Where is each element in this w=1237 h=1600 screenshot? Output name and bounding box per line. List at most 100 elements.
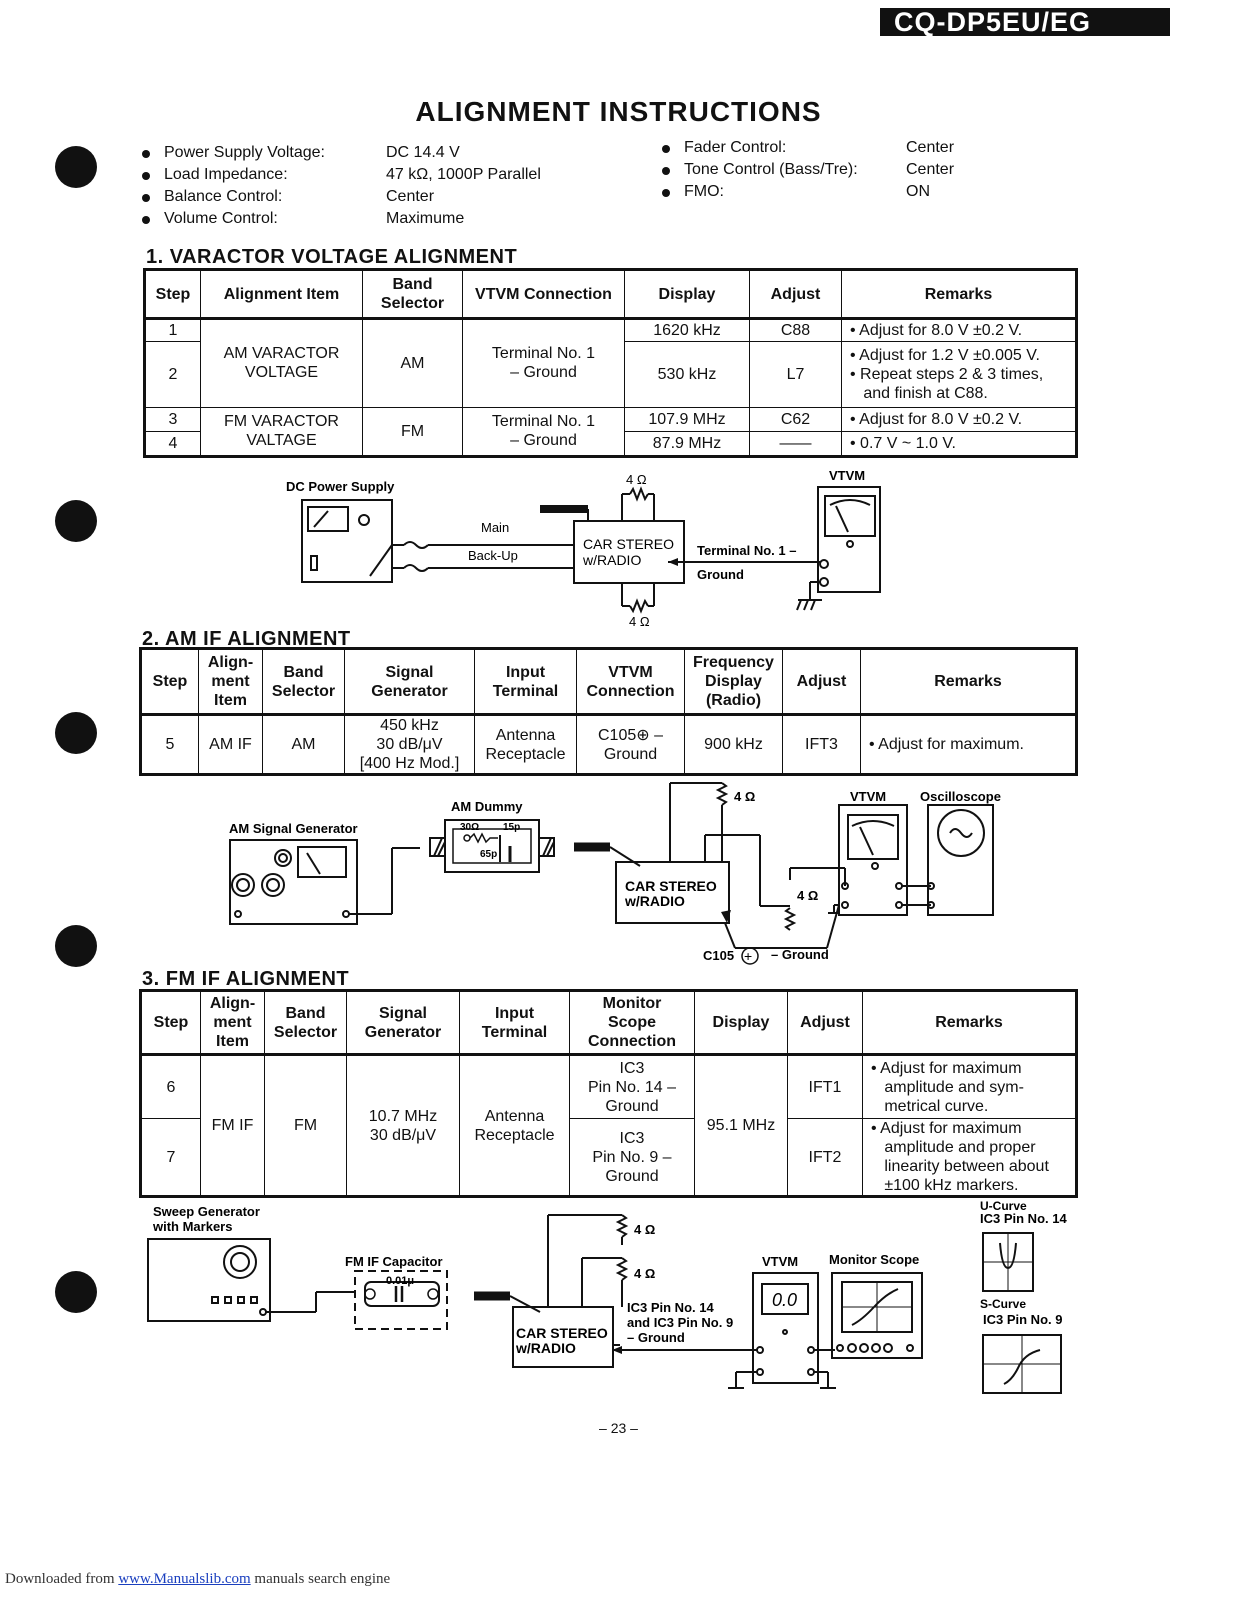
col-band: Band Selector bbox=[362, 268, 463, 321]
page-number: – 23 – bbox=[599, 1420, 638, 1436]
label-c15: 15p bbox=[503, 822, 520, 833]
bullet bbox=[142, 172, 150, 180]
car-stereo-box bbox=[512, 1306, 614, 1368]
col-scope: Monitor Scope Connection bbox=[569, 990, 695, 1056]
label-ic3-3: – Ground bbox=[627, 1330, 685, 1345]
bullet bbox=[662, 189, 670, 197]
bullet bbox=[142, 150, 150, 158]
label-res-top: 4 Ω bbox=[626, 472, 647, 487]
varactor-table: Step Alignment Item Band Selector VTVM C… bbox=[143, 268, 1078, 458]
monitor-scope-box bbox=[831, 1272, 923, 1359]
cell-remarks: • 0.7 V ~ 1.0 V. bbox=[841, 431, 1077, 457]
col-input: Input Terminal bbox=[459, 990, 570, 1056]
col-band: Band Selector bbox=[264, 990, 347, 1056]
condition-value: ON bbox=[906, 183, 930, 200]
condition-value: 47 kΩ, 1000P Parallel bbox=[386, 166, 541, 183]
cell-input: Antenna Receptacle bbox=[459, 1054, 570, 1197]
label-main: Main bbox=[481, 520, 509, 535]
section-heading: 1. VARACTOR VOLTAGE ALIGNMENT bbox=[146, 246, 518, 268]
bullet bbox=[662, 167, 670, 175]
label-car-stereo: CAR STEREO bbox=[625, 878, 717, 894]
cell-display: 530 kHz bbox=[624, 340, 750, 408]
col-adjust: Adjust bbox=[787, 990, 863, 1056]
manualslib-link[interactable]: www.Manualslib.com bbox=[118, 1571, 251, 1587]
conditions-left: Power Supply Voltage: DC 14.4 V Load Imp… bbox=[142, 144, 602, 234]
bullet bbox=[662, 145, 670, 153]
col-siggen: Signal Generator bbox=[344, 648, 475, 716]
col-band: Band Selector bbox=[262, 648, 345, 716]
cell-item: AM VARACTOR VOLTAGE bbox=[200, 318, 363, 408]
label-car-stereo: CAR STEREO bbox=[583, 536, 674, 552]
col-step: Step bbox=[140, 648, 199, 716]
label-res-1: 4 Ω bbox=[634, 1222, 655, 1237]
am-siggen-box bbox=[229, 839, 358, 925]
cell-remarks: • Adjust for 8.0 V ±0.2 V. bbox=[841, 318, 1077, 342]
cell-siggen: 10.7 MHz 30 dB/μV bbox=[346, 1054, 460, 1197]
vtvm-box bbox=[817, 486, 881, 593]
label-res-top: 4 Ω bbox=[734, 789, 755, 804]
condition-label: Load Impedance: bbox=[164, 166, 288, 183]
binder-hole bbox=[55, 1271, 97, 1313]
section-heading: 3. FM IF ALIGNMENT bbox=[142, 968, 350, 990]
cell-step: 3 bbox=[144, 406, 201, 433]
label-ic3-1: IC3 Pin No. 14 bbox=[627, 1300, 714, 1315]
cell-remarks: • Adjust for maximum amplitude and prope… bbox=[862, 1118, 1077, 1197]
condition-label: Tone Control (Bass/Tre): bbox=[684, 161, 858, 178]
condition-value: Maximume bbox=[386, 210, 465, 227]
cell-adjust: IFT3 bbox=[782, 714, 861, 775]
cell-adjust: —— bbox=[749, 431, 842, 457]
dc-supply-box bbox=[301, 499, 393, 583]
col-display: Display bbox=[694, 990, 788, 1056]
binder-hole bbox=[55, 712, 97, 754]
condition-label: Fader Control: bbox=[684, 139, 787, 156]
cell-adjust: IFT2 bbox=[787, 1118, 863, 1197]
cell-remarks: • Adjust for maximum. bbox=[860, 714, 1077, 775]
cell-remarks: • Adjust for 8.0 V ±0.2 V. bbox=[841, 406, 1077, 433]
vtvm-display: 0.0 bbox=[772, 1290, 797, 1310]
footer-suffix: manuals search engine bbox=[250, 1571, 391, 1587]
label-oscilloscope: Oscilloscope bbox=[920, 789, 1001, 804]
page-title: ALIGNMENT INSTRUCTIONS bbox=[415, 96, 822, 127]
model-banner: CQ-DP5EU/EG bbox=[880, 8, 1170, 36]
label-vtvm: VTVM bbox=[762, 1254, 798, 1269]
condition-value: DC 14.4 V bbox=[386, 144, 460, 161]
col-adjust: Adjust bbox=[749, 268, 842, 321]
footer-prefix: Downloaded from bbox=[5, 1571, 119, 1587]
fm-if-table: Step Align- ment Item Band Selector Sign… bbox=[139, 989, 1078, 1198]
plus-icon: + bbox=[744, 948, 752, 964]
bullet bbox=[142, 216, 150, 224]
cell-item: AM IF bbox=[198, 714, 263, 775]
vtvm-box bbox=[752, 1272, 819, 1384]
cell-item: FM IF bbox=[200, 1054, 265, 1197]
label-sweep-1: Sweep Generator bbox=[153, 1204, 260, 1219]
cell-band: AM bbox=[262, 714, 345, 775]
col-adjust: Adjust bbox=[782, 648, 861, 716]
cell-scope: IC3 Pin No. 9 – Ground bbox=[569, 1118, 695, 1197]
label-am-dummy: AM Dummy bbox=[451, 799, 523, 814]
label-c65: 65p bbox=[480, 849, 497, 860]
col-remarks: Remarks bbox=[841, 268, 1077, 321]
cell-display: 95.1 MHz bbox=[694, 1054, 788, 1197]
col-freq: Frequency Display (Radio) bbox=[684, 648, 783, 716]
cell-item: FM VARACTOR VALTAGE bbox=[200, 406, 363, 458]
section-heading: 2. AM IF ALIGNMENT bbox=[142, 628, 351, 650]
condition-value: Center bbox=[906, 139, 955, 156]
cell-adjust: C62 bbox=[749, 406, 842, 433]
label-u-curve: U-Curve bbox=[980, 1199, 1027, 1213]
sweep-generator-box bbox=[147, 1238, 271, 1322]
cell-step: 6 bbox=[140, 1054, 201, 1119]
col-item: Align- ment Item bbox=[200, 990, 265, 1056]
col-input: Input Terminal bbox=[474, 648, 577, 716]
col-display: Display bbox=[624, 268, 750, 321]
cell-siggen: 450 kHz 30 dB/μV [400 Hz Mod.] bbox=[344, 714, 475, 775]
col-vtvm: VTVM Connection bbox=[576, 648, 685, 716]
cell-vtvm: C105⊕ – Ground bbox=[576, 714, 685, 775]
col-step: Step bbox=[140, 990, 201, 1056]
cell-scope: IC3 Pin No. 14 – Ground bbox=[569, 1054, 695, 1119]
label-res-mid: 4 Ω bbox=[797, 888, 818, 903]
cell-step: 2 bbox=[144, 340, 201, 408]
label-ground: Ground bbox=[697, 567, 744, 582]
cell-remarks: • Adjust for 1.2 V ±0.005 V. • Repeat st… bbox=[841, 340, 1077, 408]
